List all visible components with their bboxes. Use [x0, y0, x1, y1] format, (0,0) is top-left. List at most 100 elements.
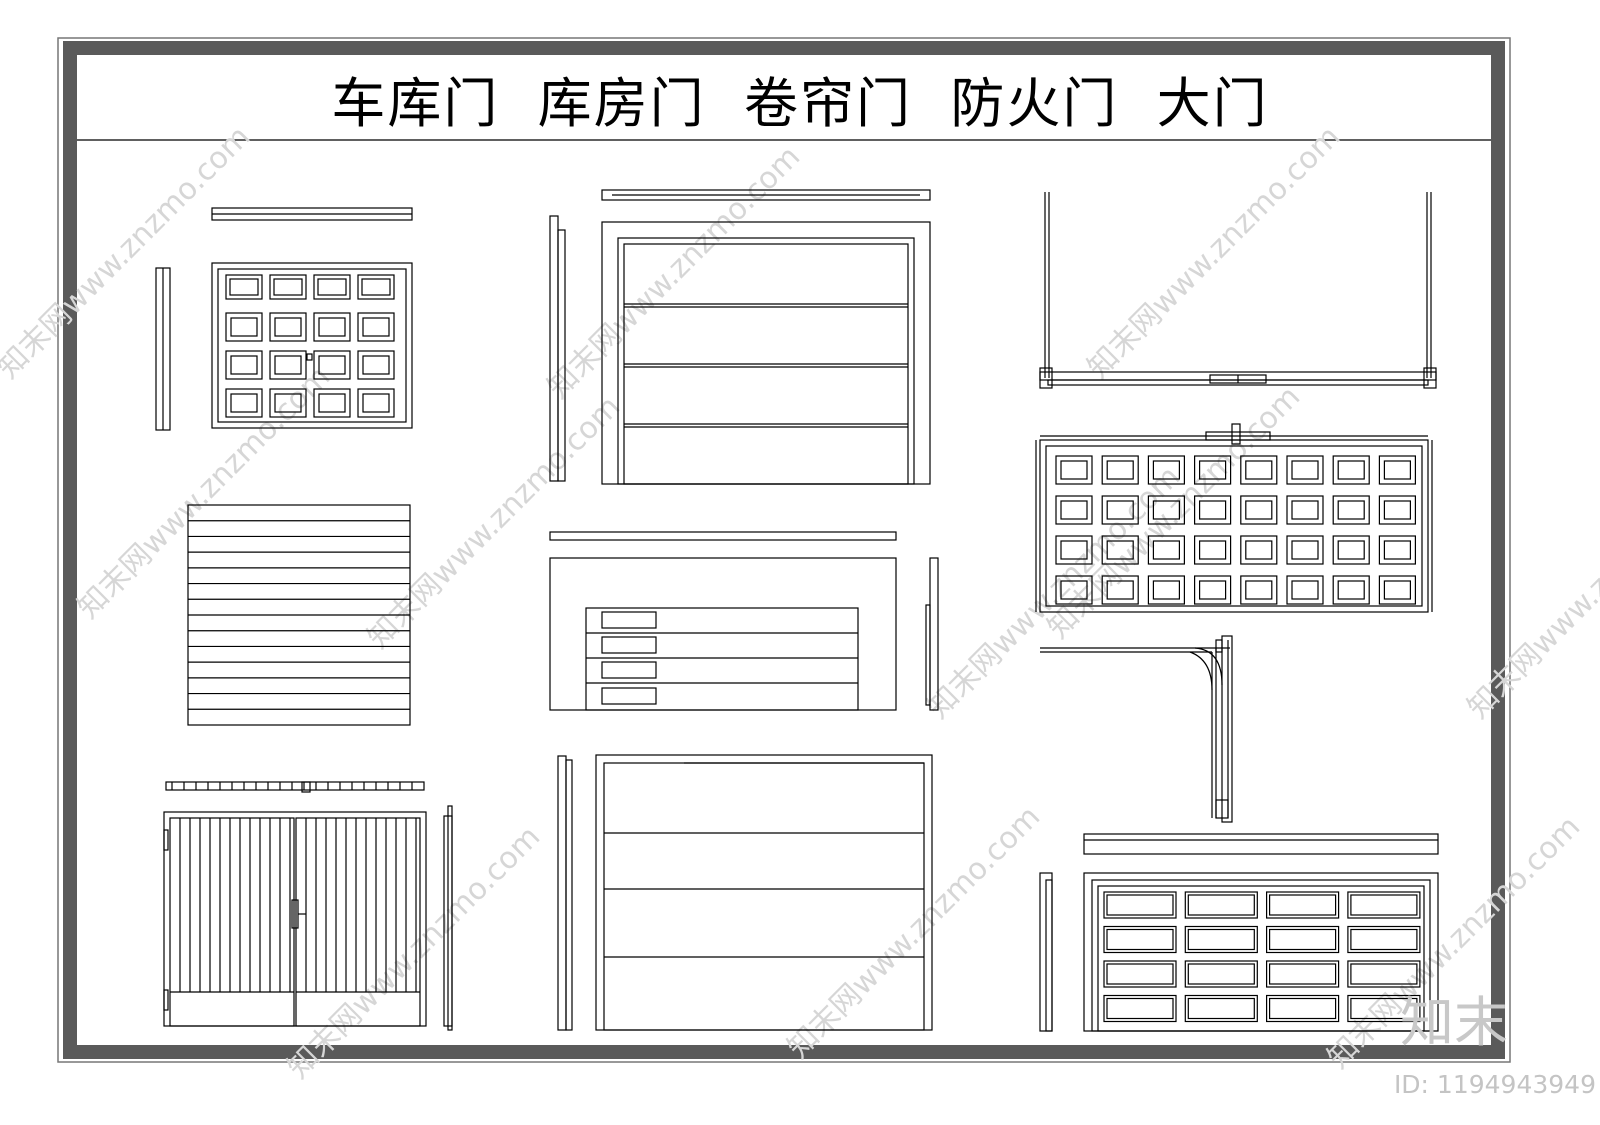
glass-lite — [1347, 994, 1421, 1023]
glass-lite-inner — [1106, 894, 1174, 916]
glass-lite — [1184, 891, 1258, 919]
raised-panel-inner — [230, 393, 258, 413]
raised-panel-inner — [274, 317, 302, 337]
raised-panel-inner — [1291, 460, 1319, 480]
window-lite-inner — [317, 278, 347, 296]
raised-panel — [1240, 535, 1278, 565]
raised-panel-inner — [274, 393, 302, 413]
watermark-text: 知末网www.znzmo.com — [1461, 459, 1600, 725]
raised-panel-inner — [1152, 540, 1181, 560]
raised-panel-inner — [1291, 580, 1319, 600]
raised-panel-inner — [274, 355, 302, 375]
raised-panel — [1147, 495, 1186, 525]
raised-panel — [1193, 535, 1232, 565]
raised-panel — [225, 388, 263, 418]
raised-panel — [269, 388, 307, 418]
window-lite-inner — [229, 278, 259, 296]
raised-panel-inner — [362, 355, 390, 375]
raised-panel — [269, 312, 307, 342]
raised-panel-inner — [1060, 540, 1088, 560]
raised-panel — [1240, 455, 1278, 485]
raised-panel-inner — [362, 393, 390, 413]
raised-panel-inner — [1337, 460, 1365, 480]
raised-panel — [1378, 575, 1417, 605]
raised-panel-inner — [1198, 580, 1227, 600]
raised-panel — [1332, 535, 1370, 565]
glass-lite — [1265, 994, 1340, 1023]
raised-panel — [1147, 455, 1186, 485]
double-garage-door-raised-panels — [1035, 423, 1433, 613]
raised-panel-inner — [1291, 540, 1319, 560]
glass-lite — [1103, 994, 1177, 1023]
raised-panel — [269, 350, 307, 380]
raised-panel-inner — [1060, 500, 1088, 520]
raised-panel — [1101, 455, 1139, 485]
raised-panel — [1055, 575, 1093, 605]
sectional-door-plain — [549, 189, 931, 485]
garage-door-sectional-elevation — [155, 207, 413, 431]
watermark-text: 知末网www.znzmo.com — [541, 139, 807, 405]
watermark-text: 知末网www.znzmo.com — [0, 119, 257, 385]
glass-lite-inner — [1187, 894, 1255, 916]
raised-panel-inner — [1383, 460, 1412, 480]
window-lite — [313, 274, 351, 300]
raised-panel-inner — [1245, 540, 1273, 560]
raised-panel-inner — [1383, 500, 1412, 520]
raised-panel — [1240, 495, 1278, 525]
glass-lite-inner — [1268, 894, 1337, 916]
raised-panel-inner — [1245, 580, 1273, 600]
raised-panel-inner — [1152, 500, 1181, 520]
raised-panel — [1055, 535, 1093, 565]
window-lite-inner — [273, 278, 303, 296]
glass-lite — [1265, 960, 1340, 988]
raised-panel — [357, 388, 395, 418]
raised-panel-inner — [1106, 580, 1134, 600]
roller-shutter-door — [187, 504, 411, 726]
raised-panel-inner — [1245, 460, 1273, 480]
raised-panel — [1378, 535, 1417, 565]
watermark-text: 知末网www.znzmo.com — [1081, 119, 1347, 385]
thick-frame — [63, 41, 1505, 1059]
raised-panel — [1193, 575, 1232, 605]
raised-panel — [313, 312, 351, 342]
raised-panel-inner — [1383, 540, 1412, 560]
raised-panel — [1193, 495, 1232, 525]
watermark-text: 知末网www.znzmo.com — [921, 459, 1187, 725]
glass-lite — [1265, 891, 1340, 919]
raised-panel — [1286, 455, 1324, 485]
raised-panel-inner — [1152, 580, 1181, 600]
glass-lite — [1347, 925, 1421, 954]
raised-panel — [1378, 495, 1417, 525]
raised-panel — [1101, 495, 1139, 525]
raised-panel — [1193, 455, 1232, 485]
raised-panel-inner — [362, 317, 390, 337]
glass-lite — [1265, 925, 1340, 954]
raised-panel-inner — [1106, 540, 1134, 560]
glass-lite-inner — [1106, 963, 1174, 985]
track-corner-detail — [1040, 635, 1233, 823]
page-title: 车库门 库房门 卷帘门 防火门 大门 — [331, 72, 1269, 135]
panel-door-with-vents — [549, 531, 939, 711]
raised-panel — [1332, 575, 1370, 605]
raised-panel-inner — [318, 355, 346, 375]
door-lock — [306, 353, 313, 361]
raised-panel — [1378, 455, 1417, 485]
raised-panel-inner — [318, 393, 346, 413]
watermark-text: 知末网www.znzmo.com — [71, 359, 337, 625]
raised-panel — [1286, 495, 1324, 525]
raised-panel-inner — [230, 317, 258, 337]
glass-lite — [1347, 960, 1421, 988]
raised-panel — [225, 350, 263, 380]
glass-lite-inner — [1350, 963, 1418, 985]
raised-panel-inner — [1337, 540, 1365, 560]
raised-panel — [313, 350, 351, 380]
window-lite — [269, 274, 307, 300]
raised-panel-inner — [318, 317, 346, 337]
brand-watermark: 知末 — [1400, 991, 1508, 1054]
glass-lite-inner — [1106, 928, 1174, 951]
raised-panel-inner — [1060, 460, 1088, 480]
raised-panel — [357, 350, 395, 380]
raised-panel-inner — [1383, 580, 1412, 600]
double-swing-gate — [163, 781, 453, 1031]
